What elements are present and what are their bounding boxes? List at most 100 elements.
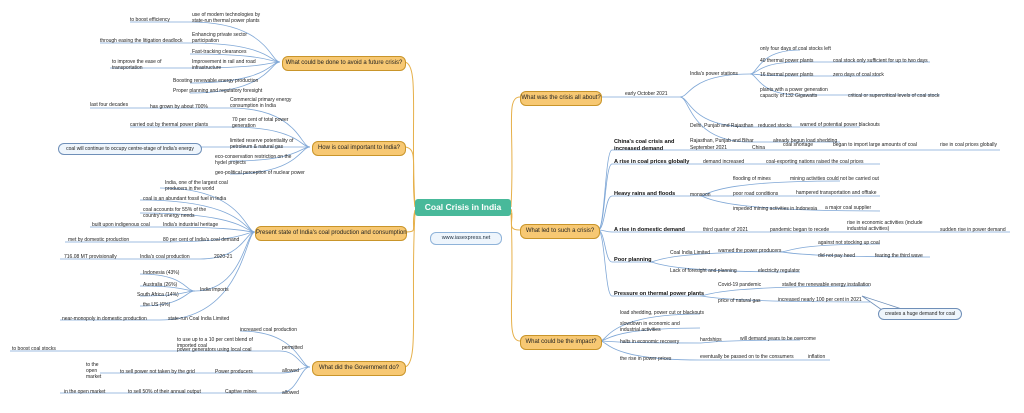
node-sell-power: to sell power not taken by the grid [120,369,195,375]
node-indonesia: Indonesia (43%) [143,270,180,276]
node-rise-global: rise in coal prices globally [940,142,997,148]
node-power-stations: India's power stations [690,71,738,77]
node-grown: has grown by about 700% [150,104,208,110]
cause-planning: Poor planning [614,257,652,263]
node-sixteen-plants: 16 thermal power plants [760,72,814,78]
node-load-shedding-impact: load shedding, power cut or blackouts [620,310,704,316]
node-heritage: India's industrial heritage [163,222,219,228]
node-sudden: sudden rise in power demand [940,227,1006,233]
node-eco-conservation: eco-conservation restriction on the hyde… [215,154,292,166]
cause-prices: A rise in coal prices globally [614,159,690,165]
node-thermal-plants: carried out by thermal power plants [130,122,209,128]
node-planning: Proper planning and regulatory foresight [173,88,263,94]
node-delhi: Delhi, Punjab and Rajasthan [690,123,754,129]
cause-domestic: A rise in domestic demand [614,227,685,233]
node-warned: warned of potential power blackouts [800,122,880,128]
node-roads: poor road conditions [733,191,779,197]
topic-causes[interactable]: What led to such a crisis? [520,224,600,239]
node-inflation: inflation [808,354,826,360]
node-cil: Coal India Limited [670,250,711,256]
node-fifty-five: coal accounts for 55% of the country's e… [143,207,207,219]
node-third-quarter: third quarter of 2021 [703,227,749,233]
node-covid: Covid-19 pandemic [718,282,762,288]
node-fearing: fearing the third wave [875,253,923,259]
cause-pressure: Pressure on thermal power plants [614,291,705,297]
node-seventy-percent: 70 per cent of total power generation [232,117,289,129]
topic-importance[interactable]: How is coal important to India? [312,141,406,156]
node-pandemic: pandemic began to recede [770,227,830,233]
node-rail-road: Improvement in rail and road infrastruct… [192,59,256,71]
node-import: began to import large amounts of coal [833,142,917,148]
node-foresight: Lack of foresight and planning [670,268,737,274]
node-rise-prices: the rise in power prices [620,356,672,362]
node-economic: rise in economic activities (include ind… [847,220,923,232]
node-gas-increase: increased nearly 100 per cent in 2021 [778,297,862,303]
node-monopoly: near-monopoly in domestic production [62,316,147,322]
topic-government[interactable]: What did the Government do? [312,361,406,376]
node-shortage: coal shortage [783,142,814,148]
node-critical: critical or supercritical levels of coal… [848,93,940,99]
node-power-producers: Power producers [215,369,253,375]
node-increased-production: increased coal production [240,327,297,333]
node-allowed-captive: allowed [282,390,299,396]
node-australia: Australia (26%) [143,282,178,288]
node-october: early October 2021 [625,91,668,97]
website-link[interactable]: www.iasexpress.net [430,232,502,245]
node-primary-energy: Commercial primary energy consumption in… [230,97,292,109]
node-regulator: electricity regulator [758,268,800,274]
node-renewable: Boosting renewable energy production [173,78,259,84]
cause-rains: Heavy rains and floods [614,191,676,197]
node-passed: eventually be passed on to the consumers [700,354,794,360]
node-sufficient: coal stock only sufficient for up to two… [833,58,928,64]
node-eighty-percent: 80 per cent of India's coal demand [163,237,240,243]
node-permitted: permitted [282,345,303,351]
node-recovery: halts in economic recovery [620,339,680,345]
node-hardships: hardships [700,337,722,343]
node-zero-days: zero days of coal stock [833,72,884,78]
node-allowed: allowed [282,368,299,374]
node-china: China [752,145,766,151]
node-hampered: hampered transportation and offtake [796,190,877,196]
cause-china: China's coal crisis and increased demand [614,139,675,152]
node-demand-increased: demand increased [703,159,745,165]
node-india-imports: India imports [200,287,229,293]
node-will-demand: will demand years to be overcome [740,336,816,342]
node-plants-132: plants with a power generation capacity … [760,87,828,99]
node-blend: to use up to a 10 per cent blend of impo… [177,337,253,349]
node-largest-producer: India, one of the largest coal producers… [165,180,228,192]
topic-future-crisis[interactable]: What could be done to avoid a future cri… [282,56,406,71]
topic-impact[interactable]: What could be the impact? [520,335,602,350]
node-south-africa: South Africa (14%) [137,292,179,298]
topic-present-state[interactable]: Present state of India's coal production… [255,226,407,241]
node-four-decades: last four decades [90,102,129,108]
topic-crisis[interactable]: What was the crisis all about? [520,91,602,106]
node-forty-plants: 40 thermal power plants [760,58,814,64]
node-captive-mines: Captive mines [225,389,257,395]
node-domestic-production: met by domestic production [68,237,130,243]
node-open-market: to the open market [86,362,102,380]
central-topic: Coal Crisis in India [415,199,511,216]
callout-centre-stage: coal will continue to occupy centre-stag… [58,143,202,155]
node-state-run: state-run Coal India Limited [168,316,230,322]
node-four-days: only four days of coal stocks left [760,46,831,52]
node-fifty-percent: to sell 50% of their annual output [128,389,201,395]
node-generators: power generators using local coal [177,347,252,353]
node-transportation: to improve the ease of transportation [112,59,162,71]
node-geo-political: geo-political perception of nuclear powe… [215,170,305,176]
node-flooding: flooding of mines [733,176,771,182]
node-load-shedding: already begun load shedding [773,138,838,144]
node-rajasthan: Rajasthan, Punjab and Bihar [690,138,754,144]
node-mt: 716.08 MT provisionally [64,254,117,260]
node-year: 2020-21 [214,254,233,260]
node-september: September 2021 [690,145,727,151]
node-private-sector: Enhancing private sector participation [192,32,248,44]
node-monsoon: monsoon [690,192,711,198]
node-exporting: coal-exporting nations raised the coal p… [766,159,864,165]
node-price-gas: price of natural gas [718,298,761,304]
node-did-not: did not pay heed [818,253,855,259]
node-limited-reserve: limited reserve potentiality of petroleu… [230,138,294,150]
node-in-open-market: in the open market [64,389,106,395]
node-against: against not stocking up coal [818,240,880,246]
node-boost-stocks: to boost coal stocks [12,346,56,352]
